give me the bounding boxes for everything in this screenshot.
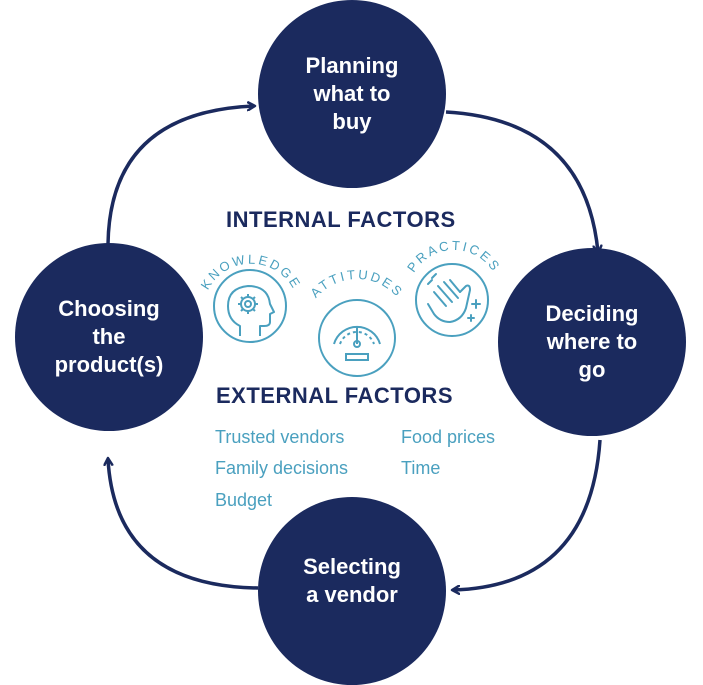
arrow-right-to-bottom [453, 439, 602, 590]
factor-time: Time [401, 458, 441, 478]
arrow-top-to-right [445, 110, 598, 252]
factor-trusted-vendors: Trusted vendors [215, 427, 345, 447]
svg-text:ATTITUDES: ATTITUDES [307, 267, 406, 301]
step-selecting-label: Selecting a vendor [303, 553, 401, 629]
step-deciding: Deciding where to go [498, 248, 686, 436]
hands-icon [427, 273, 481, 323]
step-choosing-line-1: Choosing [58, 296, 160, 321]
step-planning-line-2: what to [313, 81, 391, 106]
step-planning: Planning what to buy [258, 0, 446, 188]
arrow-bottom-to-left [108, 459, 259, 590]
knowledge-icon: KNOWLEDGE [197, 252, 302, 343]
practices-icon: PRACTICES [404, 238, 504, 337]
step-choosing-line-2: the [92, 324, 126, 349]
step-deciding-label: Deciding where to go [546, 300, 639, 384]
practices-label: PRACTICES [404, 238, 501, 275]
step-planning-label: Planning what to buy [306, 52, 399, 136]
step-selecting: Selecting a vendor [258, 497, 446, 685]
step-deciding-line-3: go [578, 357, 606, 382]
gear-head-icon [238, 294, 258, 314]
step-selecting-line-2: a vendor [306, 582, 398, 607]
step-planning-line-1: Planning [305, 53, 399, 78]
attitudes-label: ATTITUDES [307, 267, 404, 301]
step-deciding-line-2: where to [546, 329, 638, 354]
factor-family-decisions: Family decisions [215, 458, 349, 478]
step-planning-line-3: buy [332, 109, 372, 134]
svg-text:PRACTICES: PRACTICES [404, 238, 504, 275]
external-factors-heading: EXTERNAL FACTORS [216, 383, 453, 408]
internal-factors-heading: INTERNAL FACTORS [226, 207, 456, 232]
gauge-icon [333, 325, 381, 361]
factor-food-prices: Food prices [401, 427, 496, 447]
step-deciding-line-1: Deciding [545, 301, 639, 326]
step-selecting-line-1: Selecting [303, 554, 401, 579]
step-choosing: Choosing the product(s) [15, 243, 203, 431]
factor-budget: Budget [215, 490, 273, 510]
arrow-left-to-top [106, 106, 254, 245]
step-choosing-label: Choosing the product(s) [55, 295, 164, 379]
step-choosing-line-3: product(s) [54, 352, 164, 377]
attitudes-icon: ATTITUDES [307, 267, 406, 377]
